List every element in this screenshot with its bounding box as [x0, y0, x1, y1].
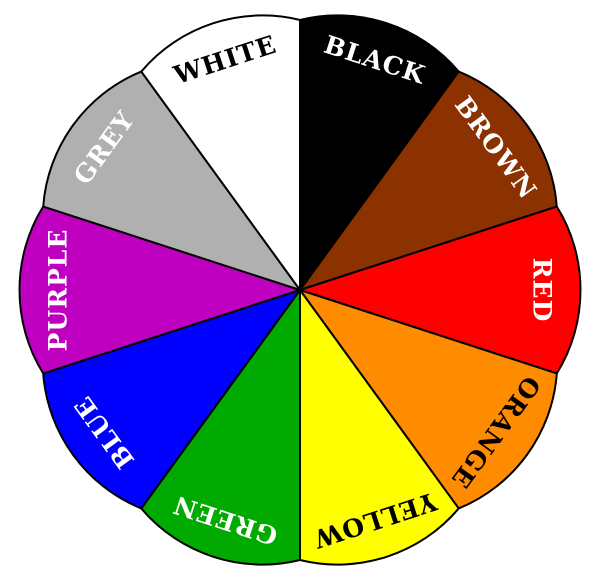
- segment-yellow: [299, 289, 460, 566]
- segment-grey: [42, 70, 301, 291]
- segment-white: [140, 14, 301, 291]
- segment-brown: [299, 70, 558, 291]
- segment-purple: [18, 205, 301, 375]
- label-red: RED: [528, 258, 557, 323]
- segment-red: [299, 205, 582, 375]
- color-wheel-petals: [18, 14, 582, 566]
- segment-blue: [42, 289, 301, 510]
- label-purple: PURPLE: [44, 229, 73, 352]
- segment-orange: [299, 289, 558, 510]
- segment-black: [299, 14, 460, 291]
- segment-green: [140, 289, 301, 566]
